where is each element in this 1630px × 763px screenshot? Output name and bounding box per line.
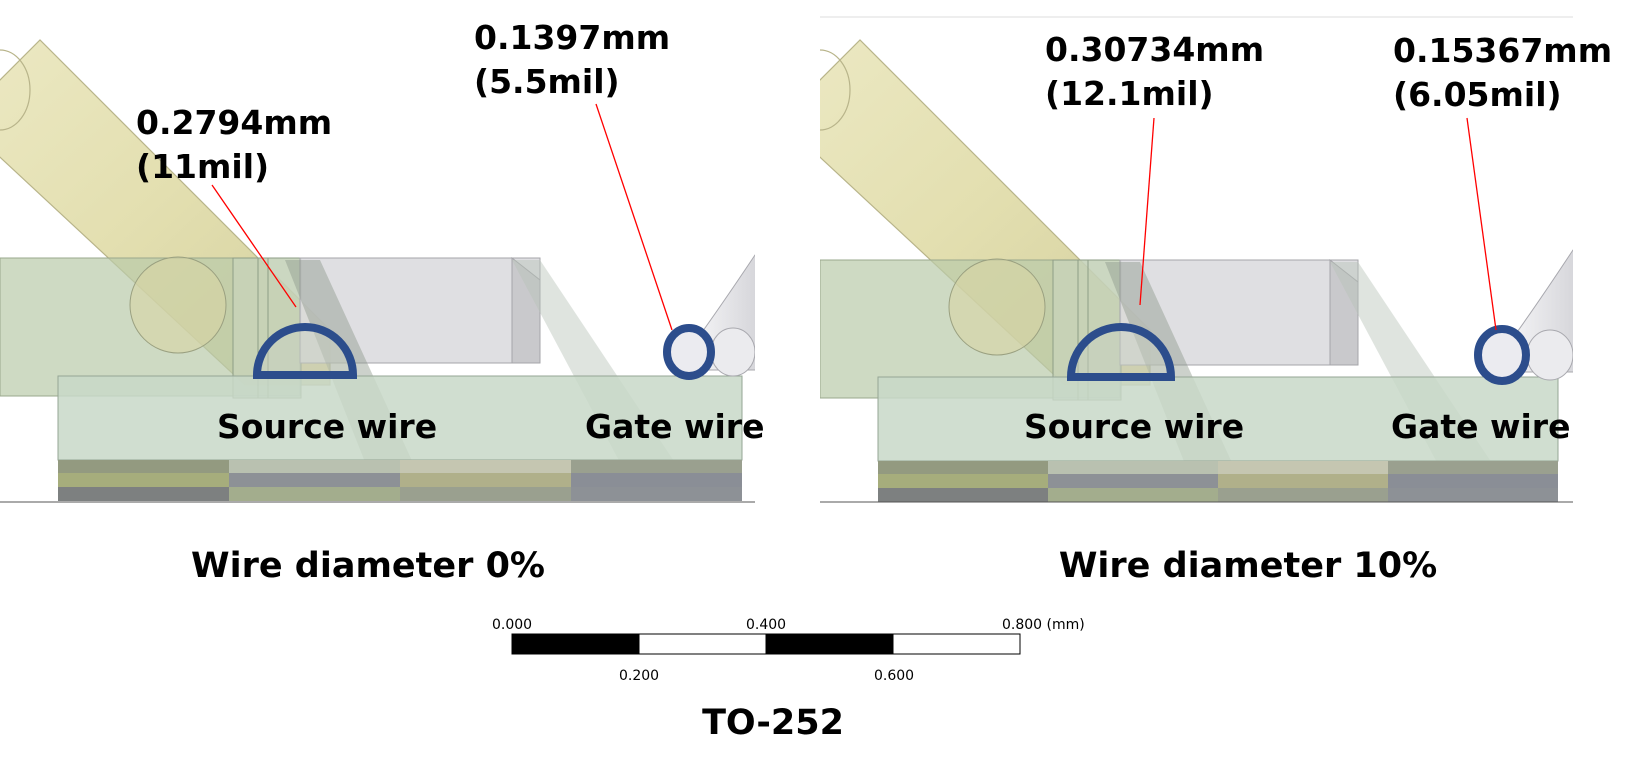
- gate-dim-mil-left: (5.5mil): [474, 62, 620, 101]
- gate-wire-outline-left: [663, 324, 715, 380]
- gate-leader-line-right: [1466, 117, 1497, 331]
- model-render-right: [820, 39, 1573, 502]
- source-wire-label-right: Source wire: [1024, 407, 1244, 446]
- caption-left: Wire diameter 0%: [191, 546, 545, 586]
- model-render-left: [0, 39, 755, 501]
- scale-tick-800: 0.800 (mm): [1002, 617, 1085, 633]
- scale-tick-0: 0.000: [492, 617, 532, 633]
- source-wire-outline-left: [252, 323, 358, 379]
- gate-wire-outline-right: [1474, 325, 1530, 385]
- panel-right: 0.30734mm (12.1mil) 0.15367mm (6.05mil) …: [820, 16, 1612, 586]
- figure-title: TO-252: [702, 703, 844, 743]
- gate-leader-line-left: [595, 103, 673, 331]
- gate-dim-mm-right: 0.15367mm: [1393, 31, 1612, 70]
- source-dim-mil-right: (12.1mil): [1045, 74, 1214, 113]
- gate-dim-mm-left: 0.1397mm: [474, 18, 670, 57]
- source-dim-mm-left: 0.2794mm: [136, 103, 332, 142]
- gate-wire-label-right: Gate wire: [1391, 407, 1570, 446]
- gate-dim-mil-right: (6.05mil): [1393, 75, 1562, 114]
- panel-left: 0.2794mm (11mil) 0.1397mm (5.5mil) Sourc…: [0, 18, 764, 586]
- source-dim-mil-left: (11mil): [136, 147, 269, 186]
- source-wire-outline-right: [1066, 323, 1176, 381]
- source-leader-line-right: [1139, 117, 1155, 306]
- source-dim-mm-right: 0.30734mm: [1045, 30, 1264, 69]
- gate-wire-label-left: Gate wire: [585, 407, 764, 446]
- scale-bar: 0.000 0.400 0.800 (mm) 0.200 0.600: [492, 617, 1085, 684]
- scale-tick-200: 0.200: [619, 668, 659, 684]
- scale-tick-400: 0.400: [746, 617, 786, 633]
- scale-tick-600: 0.600: [874, 668, 914, 684]
- source-wire-label-left: Source wire: [217, 407, 437, 446]
- source-leader-line-left: [211, 184, 297, 308]
- caption-right: Wire diameter 10%: [1059, 546, 1437, 586]
